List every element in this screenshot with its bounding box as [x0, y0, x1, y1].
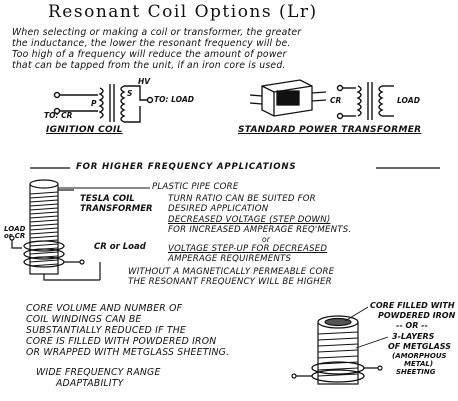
iron-core-coil-drawing [291, 306, 389, 385]
tesla-note-5: VOLTAGE STEP-UP FOR DECREASED [168, 244, 328, 254]
tesla-coil-drawing [9, 179, 150, 281]
iron-core-windings [317, 331, 359, 377]
callout-amorphous-3: SHEETING [396, 368, 436, 376]
tesla-note-6: AMPERAGE REQUIREMENTS [168, 254, 292, 264]
core-text-line-2: COIL WINDINGS CAN BE [26, 314, 142, 325]
core-text-line-3: SUBSTANTIALLY REDUCED IF THE [26, 325, 186, 336]
power-load-label: LOAD [397, 96, 420, 105]
cr-or-load-label: CR or Load [94, 242, 146, 252]
ignition-coil-caption: IGNITION COIL [46, 125, 123, 135]
ignition-to-load-label: TO: LOAD [154, 95, 195, 104]
without-core-line-1: WITHOUT A MAGNETICALLY PERMEABLE CORE [128, 267, 335, 277]
core-text-line-1: CORE VOLUME AND NUMBER OF [26, 303, 183, 314]
power-transformer-symbol [336, 82, 394, 120]
callout-core-filled-2: POWDERED IRON [378, 311, 456, 320]
intro-line-4: that can be tapped from the unit, if an … [12, 60, 286, 71]
load-or-cr-label: LOAD or CR [4, 225, 26, 241]
wide-frequency-line-2: ADAPTABILITY [56, 378, 124, 389]
tesla-label-line1: TESLA COIL [80, 194, 135, 204]
ignition-secondary-label: S [127, 89, 133, 98]
tesla-note-3: DECREASED VOLTAGE (STEP DOWN) [168, 215, 331, 225]
callout-amorphous-2: METAL) [404, 360, 434, 368]
power-transformer-caption: STANDARD POWER TRANSFORMER [238, 125, 422, 135]
plastic-pipe-core-label: PLASTIC PIPE CORE [152, 182, 239, 192]
callout-metglass-2: OF METGLASS [388, 342, 452, 351]
page-title: Resonant Coil Options (Lr) [48, 2, 318, 22]
tesla-note-2: DESIRED APPLICATION [168, 204, 269, 214]
ignition-hv-label: HV [138, 77, 151, 86]
power-cr-label: CR [330, 96, 342, 105]
core-text-line-4: CORE IS FILLED WITH POWDERED IRON [26, 336, 217, 347]
intro-line-1: When selecting or making a coil or trans… [12, 27, 302, 38]
intro-line-3: Too high of a frequency will reduce the … [12, 49, 287, 60]
callout-core-filled-1: CORE FILLED WITH [370, 301, 455, 310]
without-core-line-2: THE RESONANT FREQUENCY WILL BE HIGHER [128, 277, 332, 287]
callout-metglass-1: 3-LAYERS [392, 332, 435, 341]
callout-amorphous-1: (AMORPHOUS [392, 352, 447, 360]
callout-or: -- OR -- [396, 321, 428, 330]
wide-frequency-line-1: WIDE FREQUENCY RANGE [36, 367, 161, 378]
section-heading: FOR HIGHER FREQUENCY APPLICATIONS [76, 162, 297, 172]
tesla-label-line2: TRANSFORMER [80, 204, 153, 214]
ignition-to-cr-label: TO: CR [44, 111, 73, 120]
power-transformer-pictorial [249, 79, 327, 117]
ignition-primary-label: P [91, 99, 97, 108]
tesla-note-or: or [262, 235, 271, 244]
intro-line-2: the inductance, the lower the resonant f… [12, 38, 291, 49]
tesla-note-4: FOR INCREASED AMPERAGE REQ'MENTS. [168, 225, 352, 235]
ignition-coil-symbol [53, 84, 154, 123]
tesla-note-1: TURN RATIO CAN BE SUITED FOR [168, 194, 316, 204]
core-text-line-5: OR WRAPPED WITH METGLASS SHEETING. [26, 347, 230, 358]
